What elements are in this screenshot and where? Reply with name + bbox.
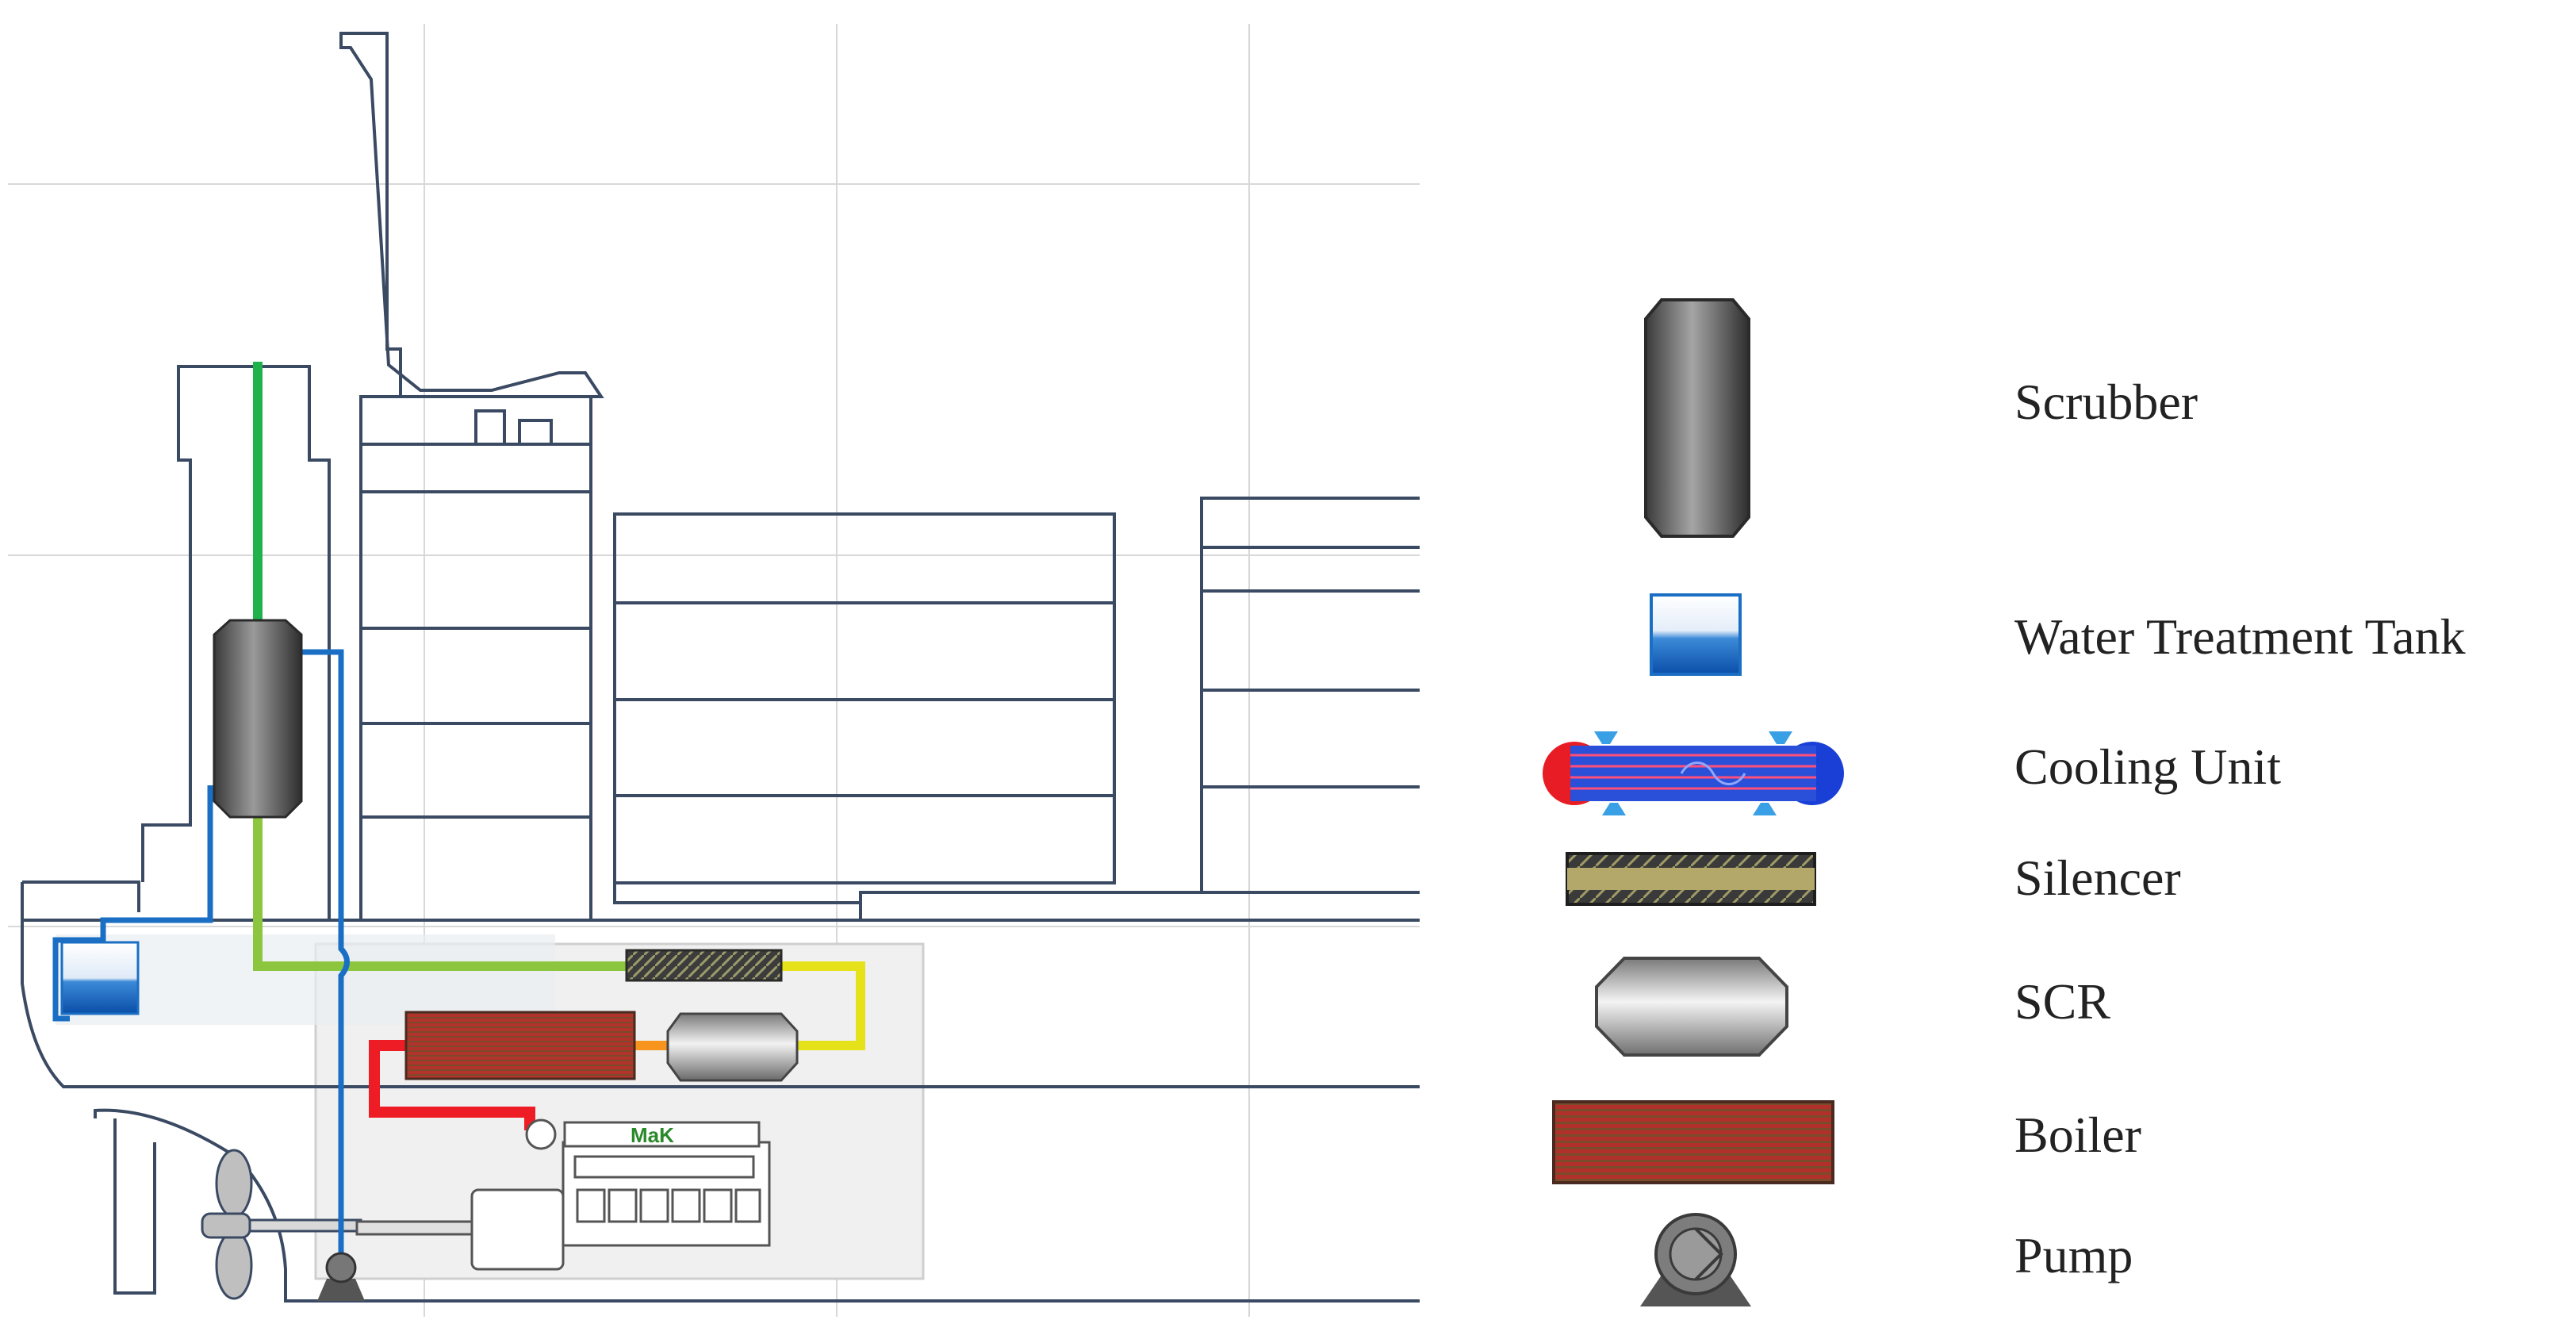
scr-unit (666, 1012, 799, 1082)
legend-label-scr: SCR (2014, 973, 2110, 1030)
pump-icon (1640, 1213, 1751, 1306)
legend-label-boiler: Boiler (2014, 1107, 2141, 1163)
legend-label-scrubber: Scrubber (2014, 374, 2198, 430)
scrubber-icon (1644, 298, 1750, 538)
legend-label-cooling-unit: Cooling Unit (2014, 739, 2282, 795)
silencer-icon (1566, 852, 1816, 906)
boiler-icon (1552, 1100, 1834, 1184)
ship-exhaust-system-diagram: MaK (8, 24, 1420, 1317)
pump-unit (317, 1252, 365, 1301)
engine-brand-label: MaK (631, 1123, 674, 1147)
boiler-feed-pipe (369, 1040, 535, 1130)
ship-hull-outline (21, 32, 1420, 1303)
main-engine (355, 1118, 771, 1271)
legend: Scrubber Water Treatment Tank Cooling Un… (1507, 0, 2576, 1339)
water-treatment-tank-icon (1650, 593, 1742, 676)
silencer-unit (625, 949, 783, 982)
water-treatment-tank (60, 941, 140, 1015)
scr-icon (1595, 957, 1788, 1057)
scrubber-unit (213, 619, 303, 819)
legend-label-pump: Pump (2014, 1227, 2133, 1283)
propeller (201, 1149, 362, 1300)
legend-label-water-treatment-tank: Water Treatment Tank (2014, 608, 2466, 665)
boiler-unit (404, 1011, 636, 1080)
exhaust-pipe-after-scr (781, 961, 865, 1050)
exhaust-pipe-after-scrubber (253, 817, 627, 971)
cooling-unit-icon (1543, 731, 1844, 815)
water-line (52, 649, 350, 1301)
legend-label-silencer: Silencer (2014, 850, 2181, 906)
